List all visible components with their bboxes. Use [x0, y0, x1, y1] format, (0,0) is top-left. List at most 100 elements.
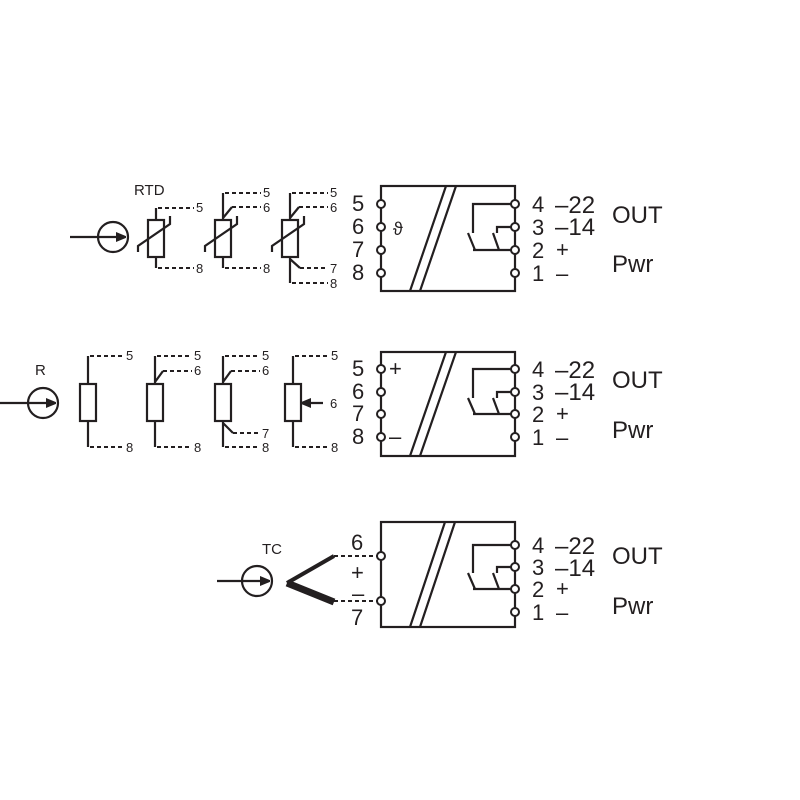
- terminal-label: 8: [352, 424, 364, 449]
- terminal-label: 5: [352, 191, 364, 216]
- out-pin-label: –14: [555, 555, 595, 582]
- lead-label: 7: [262, 426, 269, 441]
- pwr-label: Pwr: [612, 593, 653, 620]
- out-pin-label: –22: [555, 357, 595, 384]
- relay-switch-icon: [466, 367, 515, 416]
- rtd-4wire: 5 6 7 8: [270, 185, 337, 291]
- current-source-icon: [70, 220, 130, 254]
- terminal-label: 4: [532, 192, 544, 217]
- lead-label: 8: [196, 261, 203, 276]
- lead-label: 6: [262, 363, 269, 378]
- lead-label: 8: [263, 261, 270, 276]
- terminal-label: 7: [352, 401, 364, 426]
- terminal: [376, 268, 386, 278]
- terminal: [510, 387, 520, 397]
- resistance-title: R: [35, 362, 46, 379]
- temperature-symbol: ϑ: [393, 219, 403, 239]
- out-pin-label: –22: [555, 533, 595, 560]
- lead-label: 6: [263, 200, 270, 215]
- terminal: [376, 387, 386, 397]
- rtd-2wire: 5 8: [136, 200, 203, 276]
- lead-label: 7: [330, 261, 337, 276]
- resistor-4wire: 5 6 7 8: [213, 348, 269, 455]
- out-label: OUT: [612, 202, 663, 229]
- lead-label: 5: [126, 348, 133, 363]
- terminal-label: 4: [532, 357, 544, 382]
- out-pin-label: –22: [555, 192, 595, 219]
- terminal: [376, 596, 386, 606]
- pwr-label: Pwr: [612, 417, 653, 444]
- terminal-label: 3: [532, 215, 544, 240]
- terminal: [376, 409, 386, 419]
- lead-label: 6: [194, 363, 201, 378]
- resistor-3wire: 5 6 8: [145, 348, 201, 455]
- terminal: [376, 245, 386, 255]
- relay-switch-icon: [466, 202, 515, 252]
- lead-label: 8: [126, 440, 133, 455]
- terminal-label: 3: [532, 555, 544, 580]
- transmitter-module: 5 6 7 8 ϑ 4 3 2 1 –22 –14 + – OUT Pwr: [352, 184, 663, 293]
- terminal: [510, 584, 520, 594]
- rtd-section: RTD 5 8 5 6 8 5: [70, 182, 663, 293]
- rtd-3wire: 5 6 8: [203, 185, 270, 276]
- potentiometer: 5 6 8: [283, 348, 338, 455]
- terminal-label: 2: [532, 238, 544, 263]
- pwr-sign: –: [556, 261, 569, 286]
- terminal: [510, 222, 520, 232]
- resistance-section: R 5 8 5 6 8 5 6 7 8: [0, 348, 663, 458]
- lead-label: 5: [262, 348, 269, 363]
- terminal: [510, 562, 520, 572]
- thermocouple-section: TC 6 + – 7 4 3 2: [217, 520, 663, 630]
- pwr-sign: +: [556, 401, 569, 426]
- terminal: [510, 364, 520, 374]
- pwr-label: Pwr: [612, 251, 653, 278]
- terminal-label: 6: [351, 530, 363, 555]
- terminal-label: 2: [532, 402, 544, 427]
- terminal-label: 5: [352, 356, 364, 381]
- terminal-label: 3: [532, 380, 544, 405]
- plus-sign: +: [389, 356, 402, 381]
- current-source-icon: [0, 386, 60, 420]
- lead-label: 8: [331, 440, 338, 455]
- lead-label: 5: [194, 348, 201, 363]
- lead-label: 5: [330, 185, 337, 200]
- lead-label: 5: [196, 200, 203, 215]
- lead-label: 5: [263, 185, 270, 200]
- current-source-icon: [217, 564, 274, 598]
- pwr-sign: +: [556, 237, 569, 262]
- lead-label: 8: [330, 276, 337, 291]
- out-pin-label: –14: [555, 379, 595, 406]
- terminal-label: 7: [351, 605, 363, 630]
- plus-sign: +: [351, 560, 364, 585]
- terminal-label: 1: [532, 425, 544, 450]
- terminal: [376, 432, 386, 442]
- pwr-sign: –: [556, 600, 569, 625]
- out-label: OUT: [612, 543, 663, 570]
- terminal-label: 7: [352, 237, 364, 262]
- terminal-label: 1: [532, 600, 544, 625]
- pwr-sign: –: [556, 425, 569, 450]
- relay-switch-icon: [466, 543, 515, 591]
- terminal: [510, 199, 520, 209]
- terminal: [510, 245, 520, 255]
- terminal: [510, 268, 520, 278]
- minus-sign: –: [352, 581, 365, 606]
- lead-label: 8: [194, 440, 201, 455]
- terminal-label: 4: [532, 533, 544, 558]
- terminal-label: 2: [532, 577, 544, 602]
- pwr-sign: +: [556, 576, 569, 601]
- terminal-label: 1: [532, 261, 544, 286]
- terminal: [376, 364, 386, 374]
- out-label: OUT: [612, 367, 663, 394]
- resistor-2wire: 5 8: [78, 348, 133, 455]
- transmitter-module: 5 6 7 8 + – 4 3 2 1 –22 –14 + – OUT: [352, 350, 663, 458]
- terminal: [510, 607, 520, 617]
- lead-label: 8: [262, 440, 269, 455]
- terminal: [376, 551, 386, 561]
- terminal: [376, 222, 386, 232]
- terminal-label: 8: [352, 260, 364, 285]
- rtd-title: RTD: [134, 182, 165, 199]
- terminal-label: 6: [352, 214, 364, 239]
- thermocouple-title: TC: [262, 541, 282, 558]
